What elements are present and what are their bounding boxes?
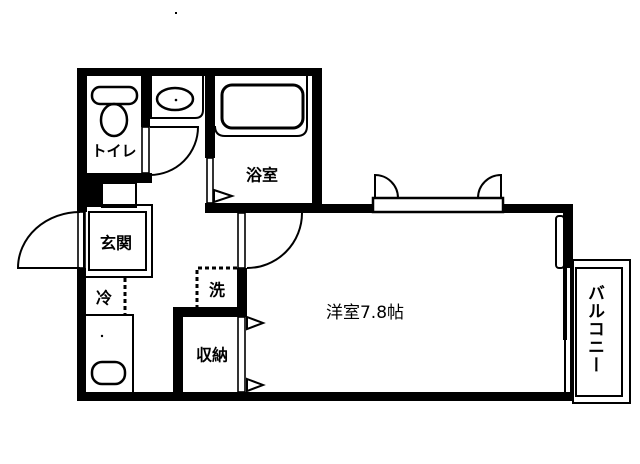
kitchen-sink-icon [90,360,127,386]
window-shutter-left [374,173,399,199]
entrance-frame-outer [83,204,153,278]
walls [77,68,573,401]
bath-door-frame [206,157,214,204]
toilet-door-frame [141,126,150,174]
washbasin-bowl-icon [155,86,195,112]
wall-toilet-bottom [77,173,152,183]
closet-door-lower-icon [246,377,266,393]
entrance-door-swing [16,211,81,269]
wall-entrance-block [77,173,102,207]
wall-room-right [563,204,573,268]
washbasin-counter [150,76,204,119]
toilet-tank-icon [90,85,139,106]
room-label-balcony: バルコニー [584,284,604,374]
wall-top [77,68,322,76]
toilet-door-swing [149,126,200,176]
closet-door-frame [237,316,246,393]
room-label-entrance: 玄関 [100,234,132,253]
kitchen-counter [84,314,134,394]
wall-room-top-left [205,204,373,213]
bath-sliding-door-icon [213,188,236,204]
balcony-inner [575,267,623,397]
wall-toilet-right [141,68,150,127]
room-label-refrigerator: 冷 [96,289,112,308]
room-door-frame [237,212,246,269]
kitchen-dot [100,334,104,338]
wall-bath-right [312,68,322,213]
room-corner-cabinet [555,215,565,269]
room-label-storage: 収納 [196,346,228,365]
wall-left-upper [77,68,87,212]
window-shutter-right [477,173,502,199]
entrance-frame-inner [88,211,147,271]
wall-room-right-strip [563,268,567,340]
room-label-washer: 洗 [209,281,225,300]
shoe-cabinet [101,182,137,208]
balcony-outer [572,259,631,404]
wall-bottom [77,392,573,401]
wall-partition [237,268,247,313]
washbasin-drain [174,98,178,102]
north-window [371,196,505,214]
closet-door-upper-icon [246,315,266,331]
room-label-toilet: トイレ [91,142,136,160]
room-label-bathroom: 浴室 [246,166,278,185]
washer-space-dotted [195,266,237,307]
wall-storage-top [173,307,247,317]
bathtub-icon [220,83,305,130]
wall-left-lower [77,268,86,401]
bathtub-outer [214,76,308,137]
room-label-western-room: 洋室7.8帖 [326,303,404,323]
room-door-swing [246,212,303,269]
wall-bath-left [205,68,215,158]
wall-storage-left [173,307,183,401]
speck [175,12,177,14]
wall-room-top-right [503,204,573,213]
toilet-bowl-icon [99,102,129,138]
